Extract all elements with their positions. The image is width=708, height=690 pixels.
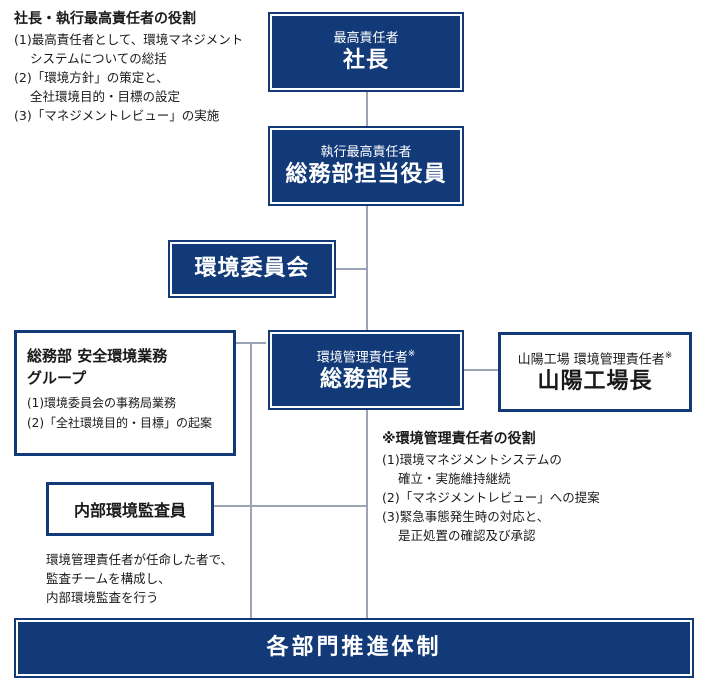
safety-group-item: (2)「全社環境目的・目標」の起案 <box>27 416 212 430</box>
auditor-note-line: 環境管理責任者が任命した者で、 <box>46 552 234 567</box>
auditor-title: 内部環境監査員 <box>73 501 186 520</box>
auditor-note: 環境管理責任者が任命した者で、 監査チームを構成し、 内部環境監査を行う <box>46 550 233 607</box>
president-roles-note: 社長・執行最高責任者の役割 (1)最高責任者として、環境マネジメント システムに… <box>14 8 243 125</box>
manager-roles-line: (2)「マネジメントレビュー」への提案 <box>382 490 600 505</box>
connector-left-vertical <box>250 342 252 620</box>
manager-roles-note: ※環境管理責任者の役割 (1)環境マネジメントシステムの 確立・実施維持継続 (… <box>382 428 600 545</box>
sanyo-role-line: 山陽工場 環境管理責任者※ <box>518 348 673 368</box>
president-roles-line: システムについての総括 <box>30 51 167 66</box>
gm-mark: ※ <box>407 348 416 359</box>
auditor-note-line: 内部環境監査を行う <box>46 590 159 605</box>
connector-committee <box>336 268 366 270</box>
safety-group-title-1: 総務部 安全環境業務 <box>27 347 168 365</box>
president-roles-line: (3)「マネジメントレビュー」の実施 <box>14 108 220 123</box>
gm-box: 環境管理責任者※ 総務部長 <box>268 330 464 410</box>
departments-bar: 各部門推進体制 <box>14 618 694 678</box>
sanyo-title: 山陽工場長 <box>537 369 653 395</box>
officer-role: 執行最高責任者 <box>320 144 412 160</box>
president-role: 最高責任者 <box>333 30 399 46</box>
president-title: 社長 <box>342 47 389 73</box>
committee-box: 環境委員会 <box>168 240 336 298</box>
president-roles-line: (1)最高責任者として、環境マネジメント <box>14 32 244 47</box>
sanyo-mark: ※ <box>664 350 673 361</box>
committee-title: 環境委員会 <box>194 256 310 281</box>
manager-roles-line: 確立・実施維持継続 <box>398 471 511 486</box>
officer-title: 総務部担当役員 <box>285 161 447 187</box>
manager-roles-title: ※環境管理責任者の役割 <box>382 431 536 447</box>
manager-roles-line: 是正処置の確認及び承認 <box>398 528 536 543</box>
gm-title: 総務部長 <box>319 367 412 393</box>
president-roles-line: 全社環境目的・目標の設定 <box>30 89 181 104</box>
departments-title: 各部門推進体制 <box>266 635 442 660</box>
president-box: 最高責任者 社長 <box>268 12 464 92</box>
officer-box: 執行最高責任者 総務部担当役員 <box>268 126 464 206</box>
auditor-box: 内部環境監査員 <box>46 482 214 536</box>
connector-sanyo <box>464 369 500 371</box>
safety-group-box: 総務部 安全環境業務 グループ (1)環境委員会の事務局業務 (2)「全社環境目… <box>14 330 236 456</box>
manager-roles-line: (3)緊急事態発生時の対応と、 <box>382 509 550 524</box>
sanyo-role: 山陽工場 環境管理責任者 <box>517 352 665 368</box>
gm-role: 環境管理責任者 <box>316 350 408 366</box>
connector-auditor <box>213 505 366 507</box>
safety-group-title-2: グループ <box>27 369 87 387</box>
president-roles-line: (2)「環境方針」の策定と、 <box>14 70 169 85</box>
president-roles-title: 社長・執行最高責任者の役割 <box>14 11 196 27</box>
auditor-note-line: 監査チームを構成し、 <box>46 571 171 586</box>
safety-group-item: (1)環境委員会の事務局業務 <box>27 396 176 410</box>
gm-role-line: 環境管理責任者※ <box>317 346 416 366</box>
sanyo-box: 山陽工場 環境管理責任者※ 山陽工場長 <box>498 332 692 412</box>
manager-roles-line: (1)環境マネジメントシステムの <box>382 452 562 467</box>
